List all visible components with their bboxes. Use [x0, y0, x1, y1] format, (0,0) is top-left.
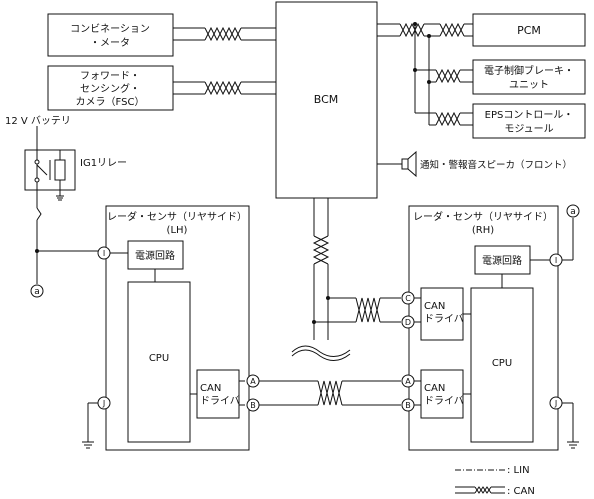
rh-terminal-d [401, 315, 415, 329]
can-branch-lines [414, 24, 473, 127]
lh-can-driver-box [196, 369, 240, 419]
lh-can-driver-label-1: CAN [200, 383, 221, 394]
combination-meter-box [47, 13, 174, 57]
rh-terminal-c-label: C [405, 294, 411, 303]
battery-label: 12 V バッテリ [5, 115, 71, 127]
eps-label-2: モジュール [504, 124, 553, 135]
combination-meter-label-2: ・メータ [90, 37, 130, 49]
connector-a-right [566, 204, 580, 218]
lh-cpu-label: CPU [149, 353, 169, 364]
lh-sensor-side: (LH) [167, 225, 188, 236]
lh-terminal-j-label: J [102, 399, 105, 408]
rh-terminal-j [549, 396, 563, 410]
rh-sensor-title: レーダ・センサ（リヤサイド） [413, 210, 553, 223]
legend-can-label: : CAN [507, 486, 535, 497]
rh-terminal-b-label: B [405, 401, 411, 410]
rh-can-driver-box-bottom [420, 369, 464, 419]
eps-label-1: EPSコントロール・ [485, 110, 574, 121]
lh-terminal-b [246, 398, 260, 412]
speaker-icon [377, 150, 417, 178]
lh-power-circuit-box [127, 240, 184, 270]
lh-cpu-box [127, 281, 191, 443]
can-twist-meter [173, 26, 276, 42]
rh-sensor-side: (RH) [472, 225, 494, 236]
rh-cpu-label: CPU [492, 358, 512, 369]
rh-cpu-box [470, 287, 534, 443]
bcm-to-rh-can [291, 198, 401, 361]
can-twist-pcm [377, 22, 473, 38]
lh-can-driver-label-2: ドライバ [200, 395, 240, 407]
connector-a-right-label: a [570, 207, 576, 217]
bcm-box [275, 1, 378, 199]
rh-terminal-a [401, 374, 415, 388]
legend-can-line [455, 486, 505, 494]
lh-terminal-b-label: B [250, 401, 256, 410]
battery-supply [24, 126, 98, 284]
connector-a-left [30, 284, 44, 298]
lh-rh-can-line [259, 380, 401, 406]
combination-meter-label-1: コンビネーション [70, 23, 150, 35]
lh-sensor-title: レーダ・センサ（リヤサイド） [107, 210, 247, 223]
lh-terminal-a [246, 374, 260, 388]
connector-a-left-label: a [34, 287, 40, 297]
forward-camera-box [47, 65, 174, 111]
ebcu-label-1: 電子制御ブレーキ・ [484, 64, 574, 77]
rh-terminal-a-label: A [405, 377, 411, 386]
lh-power-circuit-label: 電源回路 [135, 249, 175, 262]
rh-terminal-j-label: J [554, 399, 557, 408]
can-twist-camera [173, 80, 276, 96]
rh-terminal-b [401, 398, 415, 412]
rh-terminal-i [549, 253, 563, 267]
rh-terminal-d-label: D [405, 318, 411, 327]
lh-terminal-i-label: I [103, 249, 105, 258]
legend-lin-label: : LIN [507, 465, 530, 476]
pcm-label: PCM [517, 24, 541, 37]
lh-terminal-j [97, 396, 111, 410]
ebcu-box [472, 59, 586, 95]
rh-power-circuit-label: 電源回路 [482, 254, 522, 267]
lh-terminal-a-label: A [250, 377, 256, 386]
bcm-label: BCM [314, 93, 339, 106]
forward-camera-label-1: フォワード・ [80, 71, 140, 82]
eps-box [472, 103, 586, 139]
ebcu-label-2: ユニット [509, 80, 549, 91]
forward-camera-label-2: センシング・ [80, 82, 140, 95]
rh-can-driver-label-4: ドライバ [424, 395, 464, 407]
rh-can-driver-box-top [420, 287, 464, 341]
relay-label: IG1リレー [80, 158, 127, 169]
rh-terminal-i-label: I [555, 256, 557, 265]
rh-can-driver-label-3: CAN [424, 383, 445, 394]
rh-can-driver-label-1: CAN [424, 301, 445, 312]
rh-terminal-c [401, 291, 415, 305]
pcm-box [472, 13, 586, 47]
speaker-label: 通知・警報音スピーカ（フロント） [420, 159, 572, 171]
lh-terminal-i [97, 246, 111, 260]
rh-can-driver-label-2: ドライバ [424, 313, 464, 325]
forward-camera-label-3: カメラ（FSC） [76, 96, 145, 108]
